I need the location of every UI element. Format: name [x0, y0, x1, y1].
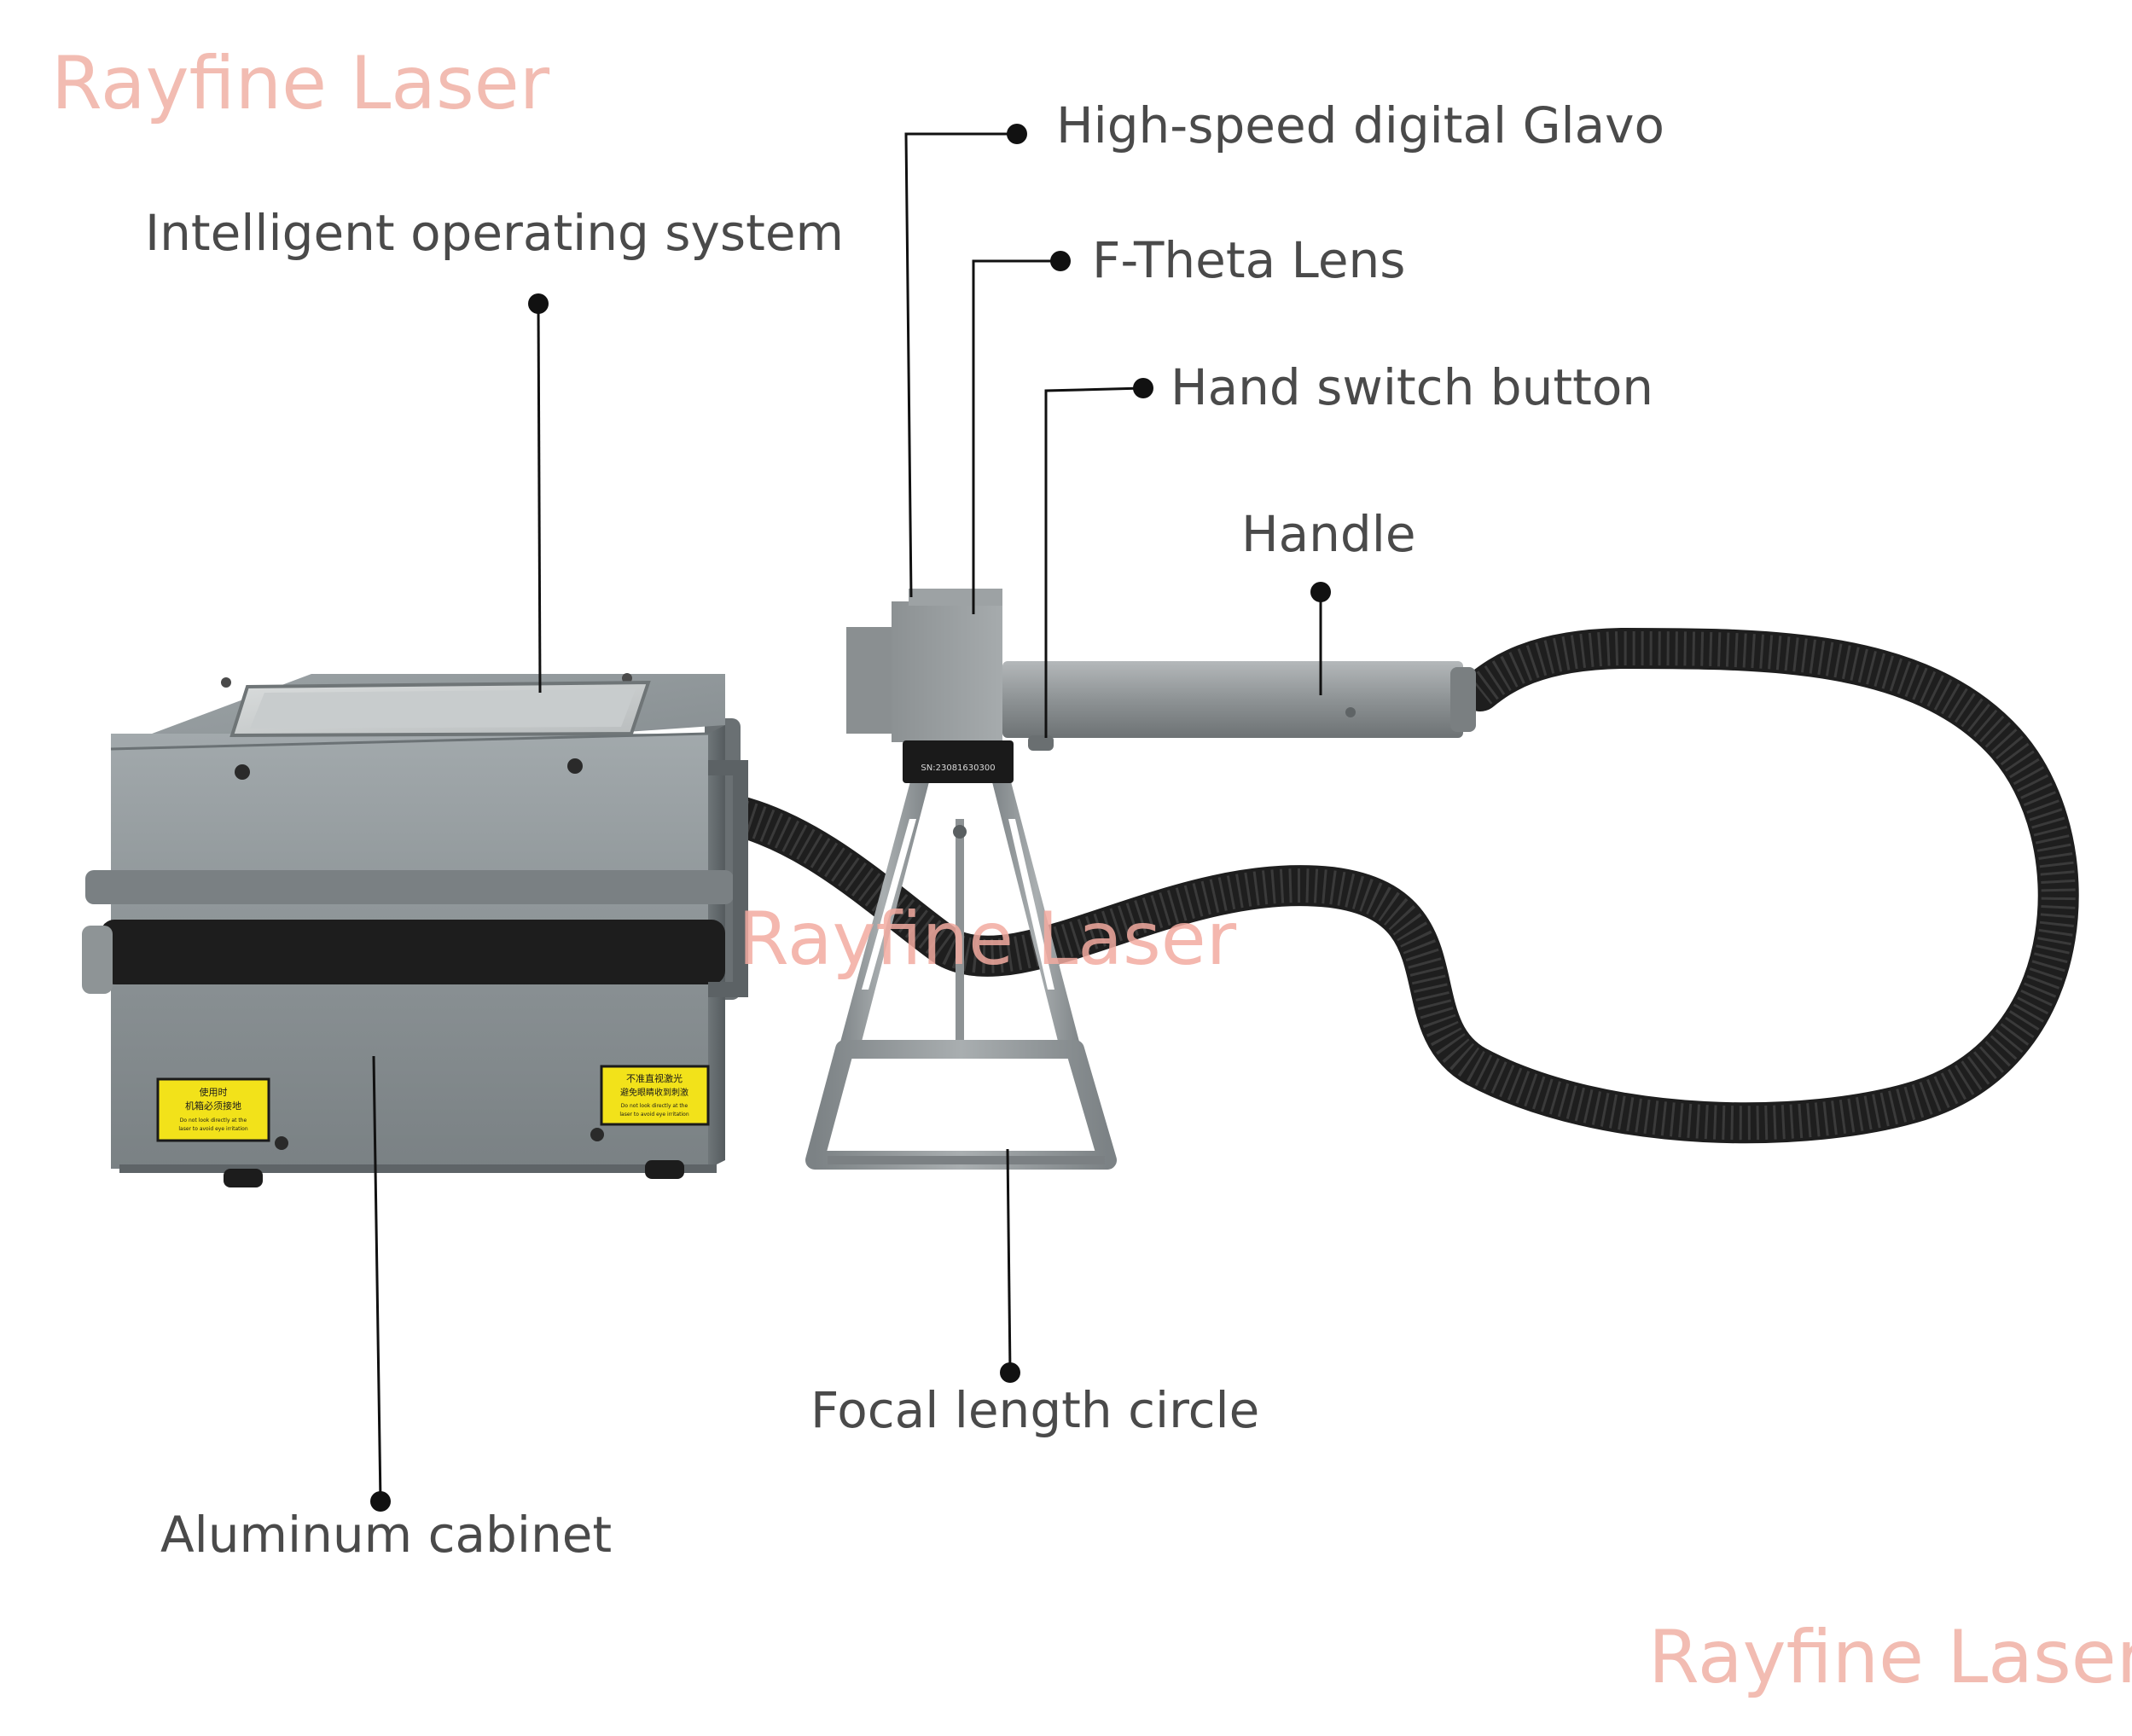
leader-line-hand-switch [1044, 386, 1144, 738]
label-aluminum-cabinet: Aluminum cabinet [160, 1506, 613, 1564]
warning-left-text-4: laser to avoid eye irritation [178, 1126, 247, 1132]
watermark-top-left: Rayfine Laser [51, 41, 550, 126]
leader-line-galvo [904, 132, 1017, 598]
aluminum-cabinet [82, 673, 748, 1187]
warning-right-text-2: 避免眼睛收到刺激 [620, 1087, 688, 1098]
watermark-bottom-right: Rayfine Laser [1648, 1615, 2132, 1700]
warning-right-text-3: Do not look directly at the [621, 1103, 688, 1109]
warning-left-text-3: Do not look directly at the [180, 1118, 247, 1123]
leader-dot-ftheta [1050, 251, 1071, 271]
label-hand-switch-button: Hand switch button [1171, 358, 1654, 416]
warning-left-text-1: 使用时 [200, 1087, 228, 1098]
label-galvo: High-speed digital Glavo [1056, 96, 1664, 154]
warning-right-text-1: 不准直视激光 [626, 1072, 683, 1084]
watermark-center: Rayfine Laser [738, 897, 1237, 982]
leader-dot-focal-circle [1000, 1362, 1020, 1383]
label-intelligent-operating-system: Intelligent operating system [145, 204, 844, 262]
leader-line-operating-system [537, 303, 542, 694]
hose [713, 627, 2079, 1144]
focal-length-stand [805, 772, 1117, 1170]
leader-lines [372, 132, 1322, 1502]
label-focal-length-circle: Focal length circle [810, 1381, 1260, 1439]
leader-dots [370, 124, 1331, 1512]
leader-dot-hand-switch [1133, 378, 1153, 398]
label-ftheta-lens: F-Theta Lens [1092, 231, 1406, 289]
leader-dot-handle [1310, 582, 1331, 602]
warning-right-text-4: laser to avoid eye irritation [619, 1112, 688, 1118]
serial-number-text: SN:23081630300 [921, 763, 995, 773]
laser-head: SN:23081630300 [846, 589, 1476, 783]
leader-dot-cabinet [370, 1491, 391, 1512]
warning-left-text-2: 机箱必须接地 [185, 1100, 241, 1112]
leader-line-focal-circle [1006, 1148, 1012, 1373]
leader-line-cabinet [372, 1055, 382, 1502]
label-handle: Handle [1241, 505, 1416, 563]
warning-label-left: 使用时 机箱必须接地 Do not look directly at the l… [156, 1077, 270, 1142]
leader-dot-operating-system [528, 293, 549, 314]
leader-line-ftheta [972, 259, 1060, 614]
touch-screen [229, 680, 651, 738]
warning-label-right: 不准直视激光 避免眼睛收到刺激 Do not look directly at … [600, 1065, 710, 1126]
leader-dot-galvo [1007, 124, 1027, 144]
